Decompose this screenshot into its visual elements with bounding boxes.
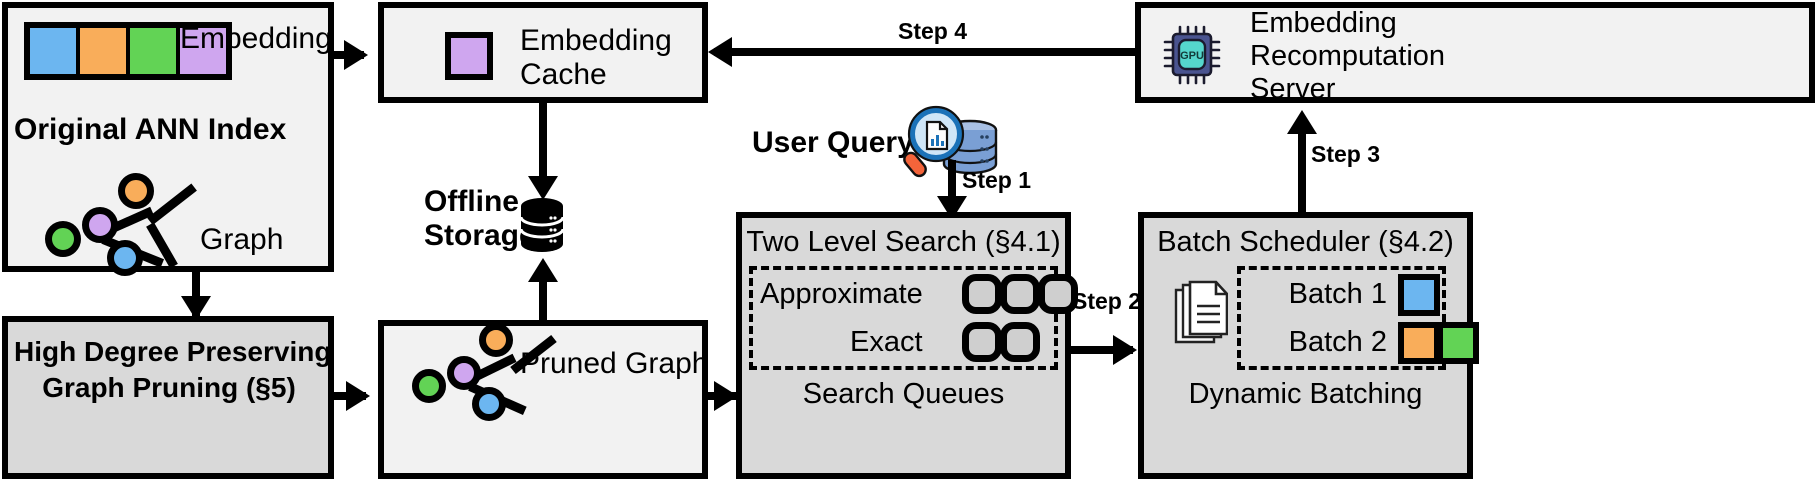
batch-1-color-block xyxy=(1398,274,1440,316)
embedding-color-strip xyxy=(24,22,232,80)
arrow-cache-to-storage-head xyxy=(528,176,558,200)
embedding-cache-title: Embedding Cache xyxy=(520,24,672,91)
dynamic-batching-dashed-region xyxy=(1237,266,1446,370)
embedding-cell-green xyxy=(130,28,180,74)
graph-label: Graph xyxy=(200,223,284,256)
graph-node-green xyxy=(45,221,81,257)
arrow-pruned-to-storage-line xyxy=(539,266,547,320)
approximate-queue-tile xyxy=(962,274,1002,314)
arrow-pruning-to-pruned-head xyxy=(346,381,370,411)
arrow-step2-head xyxy=(1113,335,1137,365)
arrow-cache-to-storage-line xyxy=(539,103,547,187)
graph-pruning-title: High Degree Preserving Graph Pruning (§5… xyxy=(14,336,332,403)
arrow-index-to-pruning-line xyxy=(192,272,200,316)
pruned-graph-label: Pruned Graph xyxy=(520,347,709,380)
embedding-cell-purple xyxy=(180,28,226,74)
step3-label: Step 3 xyxy=(1311,141,1381,167)
documents-stack-icon xyxy=(1174,280,1228,344)
svg-text:GPU: GPU xyxy=(1180,50,1204,62)
embedding-label: Embedding xyxy=(180,22,332,55)
step2-label: Step 2 xyxy=(1072,288,1142,314)
batch-2-color-block xyxy=(1437,322,1479,364)
arrow-step3-head xyxy=(1287,110,1317,134)
arrow-index-to-cache-head xyxy=(344,40,368,70)
batch-1-label: Batch 1 xyxy=(1288,278,1387,310)
approximate-queue-tile xyxy=(1000,274,1040,314)
recomputation-server-box xyxy=(1135,2,1815,103)
graph-node-blue xyxy=(107,240,143,276)
exact-queue-tile xyxy=(1000,322,1040,362)
pruned-node-orange xyxy=(479,323,513,357)
batch-2-color-block xyxy=(1398,322,1440,364)
embedding-cache-chip xyxy=(445,32,493,80)
arrow-step2-line xyxy=(1071,346,1133,354)
batch-2-label: Batch 2 xyxy=(1288,326,1387,358)
embedding-cell-orange xyxy=(80,28,130,74)
dynamic-batching-caption: Dynamic Batching xyxy=(1188,378,1423,410)
offline-storage-label: Offline Storage xyxy=(424,185,536,252)
arrow-step4-head xyxy=(708,37,732,67)
exact-queue-tile xyxy=(962,322,1002,362)
arrow-step3-line xyxy=(1298,132,1306,212)
recomputation-server-title: Embedding Recomputation Server xyxy=(1250,7,1446,106)
arrow-step4-line xyxy=(714,48,1135,56)
user-query-label: User Query xyxy=(752,126,914,159)
graph-node-orange xyxy=(118,173,154,209)
step4-label: Step 4 xyxy=(898,18,968,44)
gpu-chip-icon: GPU xyxy=(1163,25,1221,85)
search-queues-caption: Search Queues xyxy=(802,378,1005,410)
graph-node-purple xyxy=(82,207,118,243)
arrow-pruned-to-search-head xyxy=(714,381,738,411)
step1-label: Step 1 xyxy=(962,167,1032,193)
two-level-search-title: Two Level Search (§4.1) xyxy=(746,226,1061,258)
pruned-node-purple xyxy=(447,356,481,390)
pruned-node-green xyxy=(412,369,446,403)
search-queues-dashed-region xyxy=(749,266,1058,370)
exact-row-label: Exact xyxy=(850,326,923,358)
approximate-queue-tile xyxy=(1038,274,1078,314)
pruned-node-blue xyxy=(472,387,506,421)
graph-pruning-box xyxy=(2,316,334,479)
arrow-step1-line xyxy=(948,160,956,212)
embedding-cache-box xyxy=(378,2,708,103)
arrow-pruned-to-storage-head xyxy=(528,258,558,282)
search-document-database-icon xyxy=(903,105,998,178)
original-ann-index-title: Original ANN Index xyxy=(14,113,287,146)
embedding-cell-blue xyxy=(30,28,80,74)
approximate-row-label: Approximate xyxy=(760,278,923,310)
batch-scheduler-title: Batch Scheduler (§4.2) xyxy=(1157,226,1454,258)
database-stack-icon xyxy=(519,198,565,252)
